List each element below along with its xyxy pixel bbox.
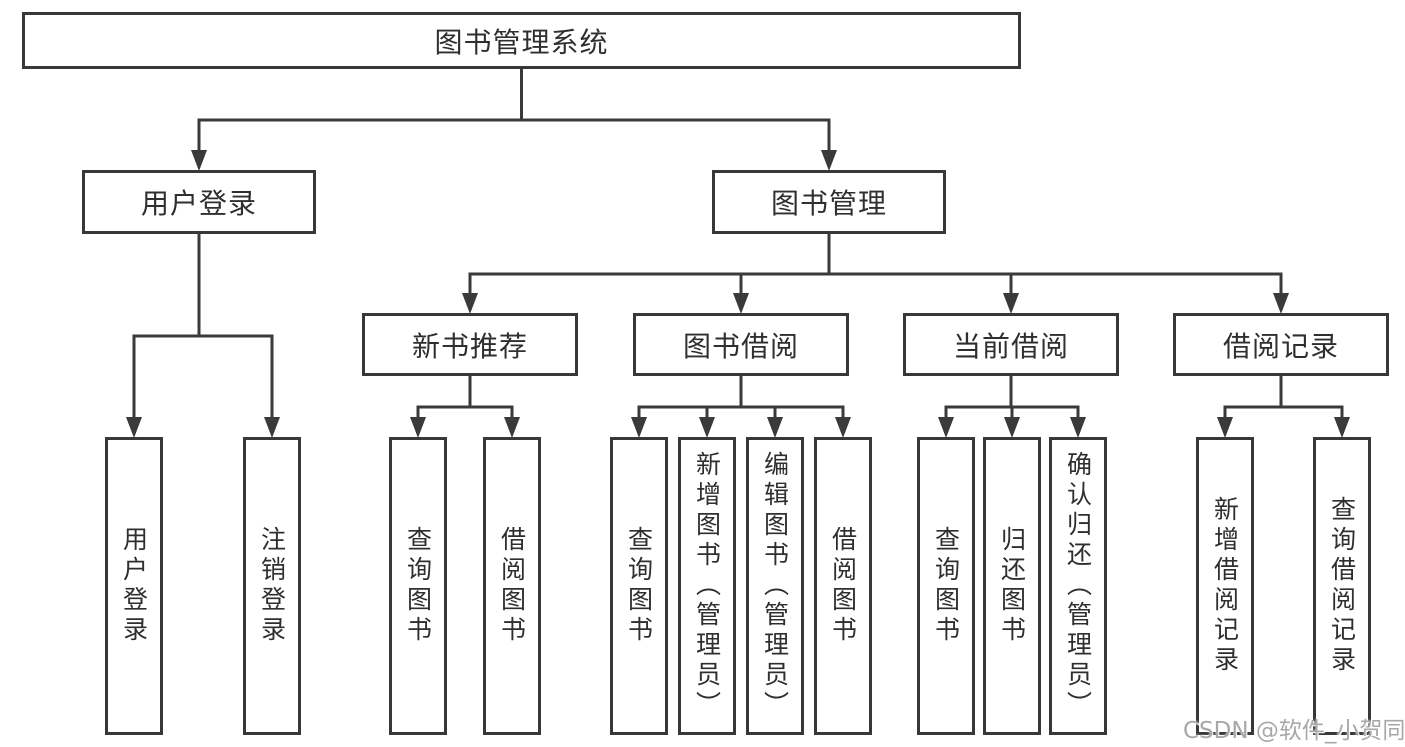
- node-leaf-user-login: 用户登录: [105, 437, 163, 735]
- node-leaf-borrow-books: 借阅图书: [814, 437, 872, 735]
- node-leaf-confirm-return-admin: 确认归还（管理员）: [1049, 437, 1107, 735]
- node-user-login: 用户登录: [82, 170, 316, 234]
- node-system-root: 图书管理系统: [22, 12, 1021, 69]
- node-label: 新增借阅记录: [1210, 496, 1240, 676]
- node-label: 图书管理系统: [434, 25, 609, 59]
- node-leaf-query-books-current: 查询图书: [917, 437, 975, 735]
- node-leaf-return-books: 归还图书: [983, 437, 1041, 735]
- node-leaf-query-books-borrowing: 查询图书: [610, 437, 668, 735]
- node-label: 借阅图书: [497, 526, 527, 646]
- node-leaf-logout: 注销登录: [243, 437, 301, 735]
- node-book-management: 图书管理: [712, 170, 946, 234]
- node-label: 归还图书: [997, 526, 1027, 646]
- node-label: 图书借阅: [682, 329, 799, 363]
- node-leaf-edit-books-admin: 编辑图书（管理员）: [746, 437, 804, 735]
- node-book-borrowing: 图书借阅: [633, 313, 849, 376]
- node-label: 确认归还（管理员）: [1063, 451, 1093, 721]
- node-leaf-query-books-recommend: 查询图书: [389, 437, 447, 735]
- node-label: 新书推荐: [411, 329, 528, 363]
- node-leaf-query-borrow-record: 查询借阅记录: [1313, 437, 1371, 735]
- node-borrowing-records: 借阅记录: [1173, 313, 1389, 376]
- node-label: 查询图书: [624, 526, 654, 646]
- node-leaf-add-books-admin: 新增图书（管理员）: [678, 437, 736, 735]
- node-label: 查询借阅记录: [1327, 496, 1357, 676]
- node-label: 编辑图书（管理员）: [760, 451, 790, 721]
- node-label: 借阅记录: [1222, 329, 1339, 363]
- node-label: 新增图书（管理员）: [692, 451, 722, 721]
- node-label: 当前借阅: [952, 329, 1069, 363]
- node-label: 注销登录: [257, 526, 287, 646]
- node-leaf-borrow-books-recommend: 借阅图书: [483, 437, 541, 735]
- node-leaf-add-borrow-record: 新增借阅记录: [1196, 437, 1254, 735]
- watermark: CSDN @软件_小贺同学: [1183, 718, 1405, 744]
- node-label: 查询图书: [403, 526, 433, 646]
- node-current-borrowing: 当前借阅: [903, 313, 1119, 376]
- node-new-book-recommendation: 新书推荐: [362, 313, 578, 376]
- node-label: 查询图书: [931, 526, 961, 646]
- node-label: 用户登录: [119, 526, 149, 646]
- node-label: 图书管理: [770, 187, 887, 220]
- node-label: 借阅图书: [828, 526, 858, 646]
- node-label: 用户登录: [140, 187, 257, 220]
